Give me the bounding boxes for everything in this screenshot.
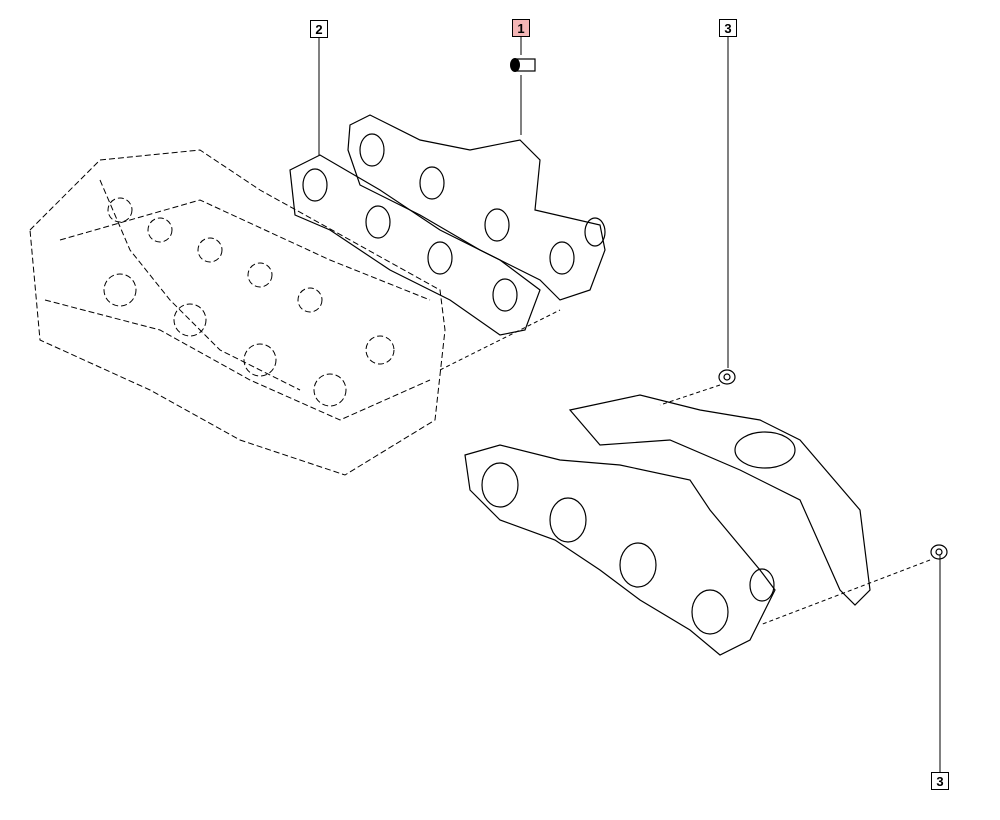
nut-icon [930, 544, 948, 560]
heat-shield-outline [568, 394, 871, 606]
alignment-line [659, 384, 721, 406]
alignment-line [439, 309, 561, 371]
new-manifold-outline [464, 444, 776, 656]
callout-2-gasket[interactable]: 2 [310, 20, 328, 38]
callout-3-nut-lower[interactable]: 3 [931, 772, 949, 790]
alignment-line [759, 559, 931, 626]
gasket-outline [289, 154, 541, 336]
callout-3-nut-upper[interactable]: 3 [719, 19, 737, 37]
callout-1-stud[interactable]: 1 [512, 19, 530, 37]
cylinder-head-outline [29, 149, 446, 476]
nut-icon [718, 369, 736, 385]
exhaust-manifold-outline [347, 114, 606, 301]
stud-icon [510, 58, 536, 72]
